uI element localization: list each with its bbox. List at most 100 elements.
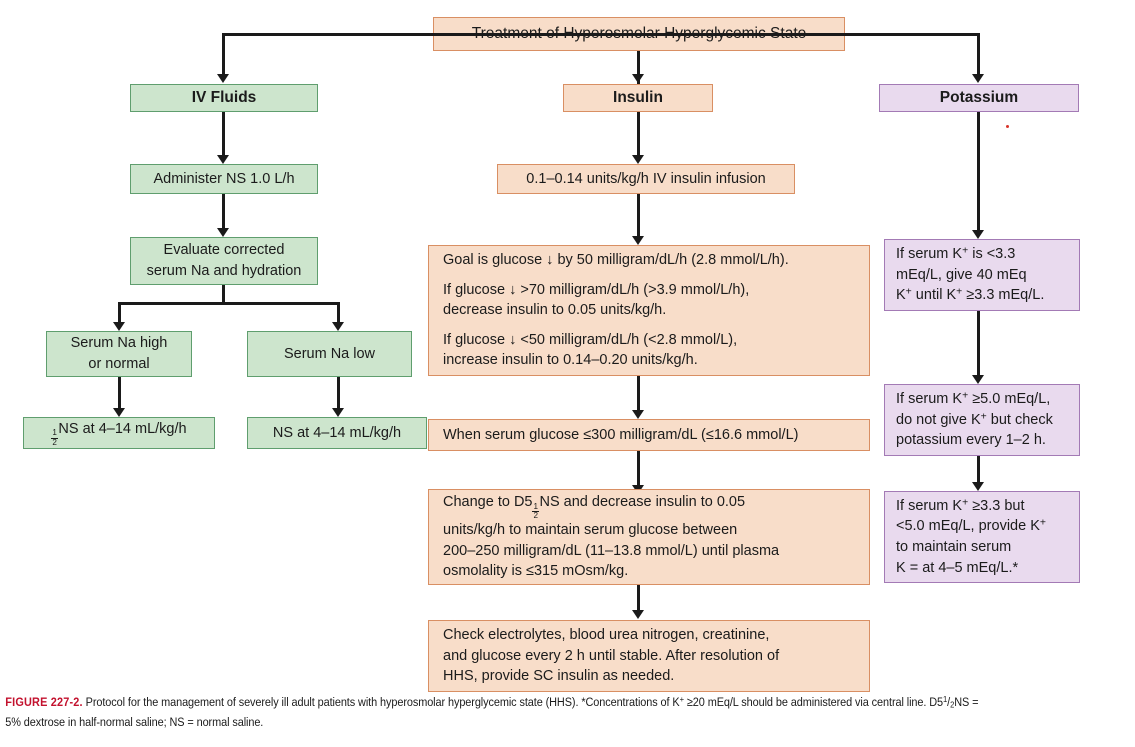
serum-na-high-line2: or normal: [88, 356, 150, 372]
arrowhead-to-iv-fluids: [217, 74, 229, 83]
serum-na-low-box: Serum Na low: [247, 331, 412, 377]
insulin-when-glucose-box: When serum glucose ≤300 milligram/dL (≤1…: [428, 419, 870, 451]
potassium-low-line1: If serum K+ is <3.3: [896, 245, 1016, 263]
insulin-goal-para3: If glucose ↓ <50 milligram/dL/h (<2.8 mm…: [443, 330, 737, 371]
insulin-change-line2: units/kg/h to maintain serum glucose bet…: [443, 522, 738, 539]
serum-na-low-text: Serum Na low: [283, 345, 376, 362]
connector-potassium-header-to-low-k: [977, 112, 980, 232]
potassium-mid-box: If serum K+ ≥3.3 but <5.0 mEq/L, provide…: [884, 491, 1080, 583]
connector-title-stub: [637, 51, 640, 85]
potassium-mid-line4: K = at 4–5 mEq/L.*: [896, 559, 1019, 576]
connector-high-k-to-mid-k: [977, 456, 980, 484]
iv-administer-text: Administer NS 1.0 L/h: [153, 170, 295, 187]
connector-goal-to-when-glucose: [637, 376, 640, 412]
insulin-check-box: Check electrolytes, blood urea nitrogen,…: [428, 620, 870, 692]
iv-evaluate-line1: Evaluate corrected: [163, 242, 285, 259]
serum-na-high-box: Serum Na high or normal: [46, 331, 192, 377]
insulin-goal-para2-line2: decrease insulin to 0.05 units/kg/h.: [443, 302, 667, 319]
ns-rate-box: NS at 4–14 mL/kg/h: [247, 417, 427, 449]
connector-low-k-to-high-k: [977, 311, 980, 377]
insulin-check-line3: HHS, provide SC insulin as needed.: [443, 668, 675, 685]
iv-fluids-header-text: IV Fluids: [191, 89, 257, 106]
connector-evaluate-drop: [222, 285, 225, 305]
column-header-iv-fluids: IV Fluids: [130, 84, 318, 112]
insulin-when-glucose-text: When serum glucose ≤300 milligram/dL (≤1…: [443, 426, 799, 443]
iv-evaluate-line2: serum Na and hydration: [146, 263, 302, 279]
insulin-infusion-text: 0.1–0.14 units/kg/h IV insulin infusion: [526, 170, 766, 187]
caption-body-2b: NS = 5% dextrose in half-normal saline; …: [5, 695, 979, 730]
insulin-check-line2: and glucose every 2 h until stable. Afte…: [443, 647, 780, 664]
insulin-change-line3: 200–250 milligram/dL (11–13.8 mmol/L) un…: [443, 542, 780, 559]
connector-insulin-header-to-infusion: [637, 112, 640, 157]
insulin-goal-para3-line2: increase insulin to 0.14–0.20 units/kg/h…: [443, 352, 698, 369]
serum-na-high-line1: Serum Na high: [70, 335, 168, 352]
caption-body-1: Protocol for the management of severely …: [85, 695, 680, 709]
connector-infusion-to-goal: [637, 194, 640, 238]
arrowhead-to-serum-na-high: [113, 322, 125, 331]
figure-number: FIGURE 227-2.: [5, 695, 83, 709]
arrowhead-to-low-k: [972, 230, 984, 239]
insulin-goal-box: Goal is glucose ↓ by 50 milligram/dL/h (…: [428, 245, 870, 376]
connector-top-bar: [222, 33, 980, 36]
arrowhead-to-evaluate: [217, 228, 229, 237]
connector-change-to-check: [637, 585, 640, 612]
potassium-low-line2: mEq/L, give 40 mEq: [896, 266, 1027, 283]
arrowhead-to-administer: [217, 155, 229, 164]
column-header-potassium: Potassium: [879, 84, 1079, 112]
insulin-infusion-box: 0.1–0.14 units/kg/h IV insulin infusion: [497, 164, 795, 194]
insulin-goal-para2-line1: If glucose ↓ >70 milligram/dL/h (>3.9 mm…: [443, 281, 750, 298]
arrowhead-to-potassium: [972, 74, 984, 83]
potassium-low-box: If serum K+ is <3.3 mEq/L, give 40 mEq K…: [884, 239, 1080, 311]
connector-when-glucose-to-change: [637, 451, 640, 487]
potassium-header-text: Potassium: [939, 89, 1019, 106]
insulin-header-text: Insulin: [613, 89, 663, 106]
potassium-mid-line1: If serum K+ ≥3.3 but: [896, 497, 1025, 514]
caption-body-2a: central line. D5: [871, 695, 944, 709]
connector-split-left: [118, 302, 121, 324]
connector-iv-header-to-administer: [222, 112, 225, 157]
arrowhead-to-check: [632, 610, 644, 619]
insulin-goal-para1: Goal is glucose ↓ by 50 milligram/dL/h (…: [443, 252, 789, 269]
potassium-high-line3: potassium every 1–2 h.: [896, 432, 1046, 449]
arrowhead-to-high-k: [972, 375, 984, 384]
potassium-low-line3: K+ until K+ ≥3.3 mEq/L.: [896, 286, 1045, 304]
iv-evaluate-box: Evaluate corrected serum Na and hydratio…: [130, 237, 318, 285]
arrowhead-to-half-ns-rate: [113, 408, 125, 417]
arrowhead-to-when-glucose: [632, 410, 644, 419]
potassium-high-box: If serum K+ ≥5.0 mEq/L, do not give K+ b…: [884, 384, 1080, 456]
connector-evaluate-split-bar: [118, 302, 340, 305]
insulin-change-line4: osmolality is ≤315 mOsm/kg.: [443, 563, 629, 580]
iv-administer-box: Administer NS 1.0 L/h: [130, 164, 318, 194]
column-header-insulin: Insulin: [563, 84, 713, 112]
potassium-high-line1: If serum K+ ≥5.0 mEq/L,: [896, 390, 1051, 408]
ns-rate-text: NS at 4–14 mL/kg/h: [272, 424, 402, 441]
arrowhead-to-mid-k: [972, 482, 984, 491]
potassium-mid-line3: to maintain serum: [896, 539, 1012, 555]
connector-split-right: [337, 302, 340, 324]
connector-na-low-to-rate: [337, 377, 340, 410]
flowchart-canvas: Treatment of Hyperosmolar Hyperglycemic …: [23, 17, 1080, 692]
insulin-goal-para2: If glucose ↓ >70 milligram/dL/h (>3.9 mm…: [443, 280, 749, 321]
potassium-mid-line2: <5.0 mEq/L, provide K+: [896, 518, 1046, 535]
potassium-high-line2: do not give K+ but check: [896, 411, 1053, 428]
insulin-goal-para3-line1: If glucose ↓ <50 milligram/dL/h (<2.8 mm…: [443, 331, 738, 348]
caption-frac-den: 2: [950, 699, 955, 710]
connector-administer-to-evaluate: [222, 194, 225, 230]
insulin-check-line1: Check electrolytes, blood urea nitrogen,…: [443, 627, 770, 644]
arrowhead-to-infusion: [632, 155, 644, 164]
figure-caption: FIGURE 227-2. Protocol for the managemen…: [5, 694, 979, 730]
arrowhead-to-ns-rate: [332, 408, 344, 417]
arrowhead-to-goal: [632, 236, 644, 245]
connector-na-high-to-rate: [118, 377, 121, 410]
connector-top-left-drop: [222, 33, 225, 76]
connector-top-right-drop: [977, 33, 980, 76]
arrowhead-to-insulin: [632, 74, 644, 83]
stray-red-dot: [1006, 125, 1009, 128]
arrowhead-to-serum-na-low: [332, 322, 344, 331]
